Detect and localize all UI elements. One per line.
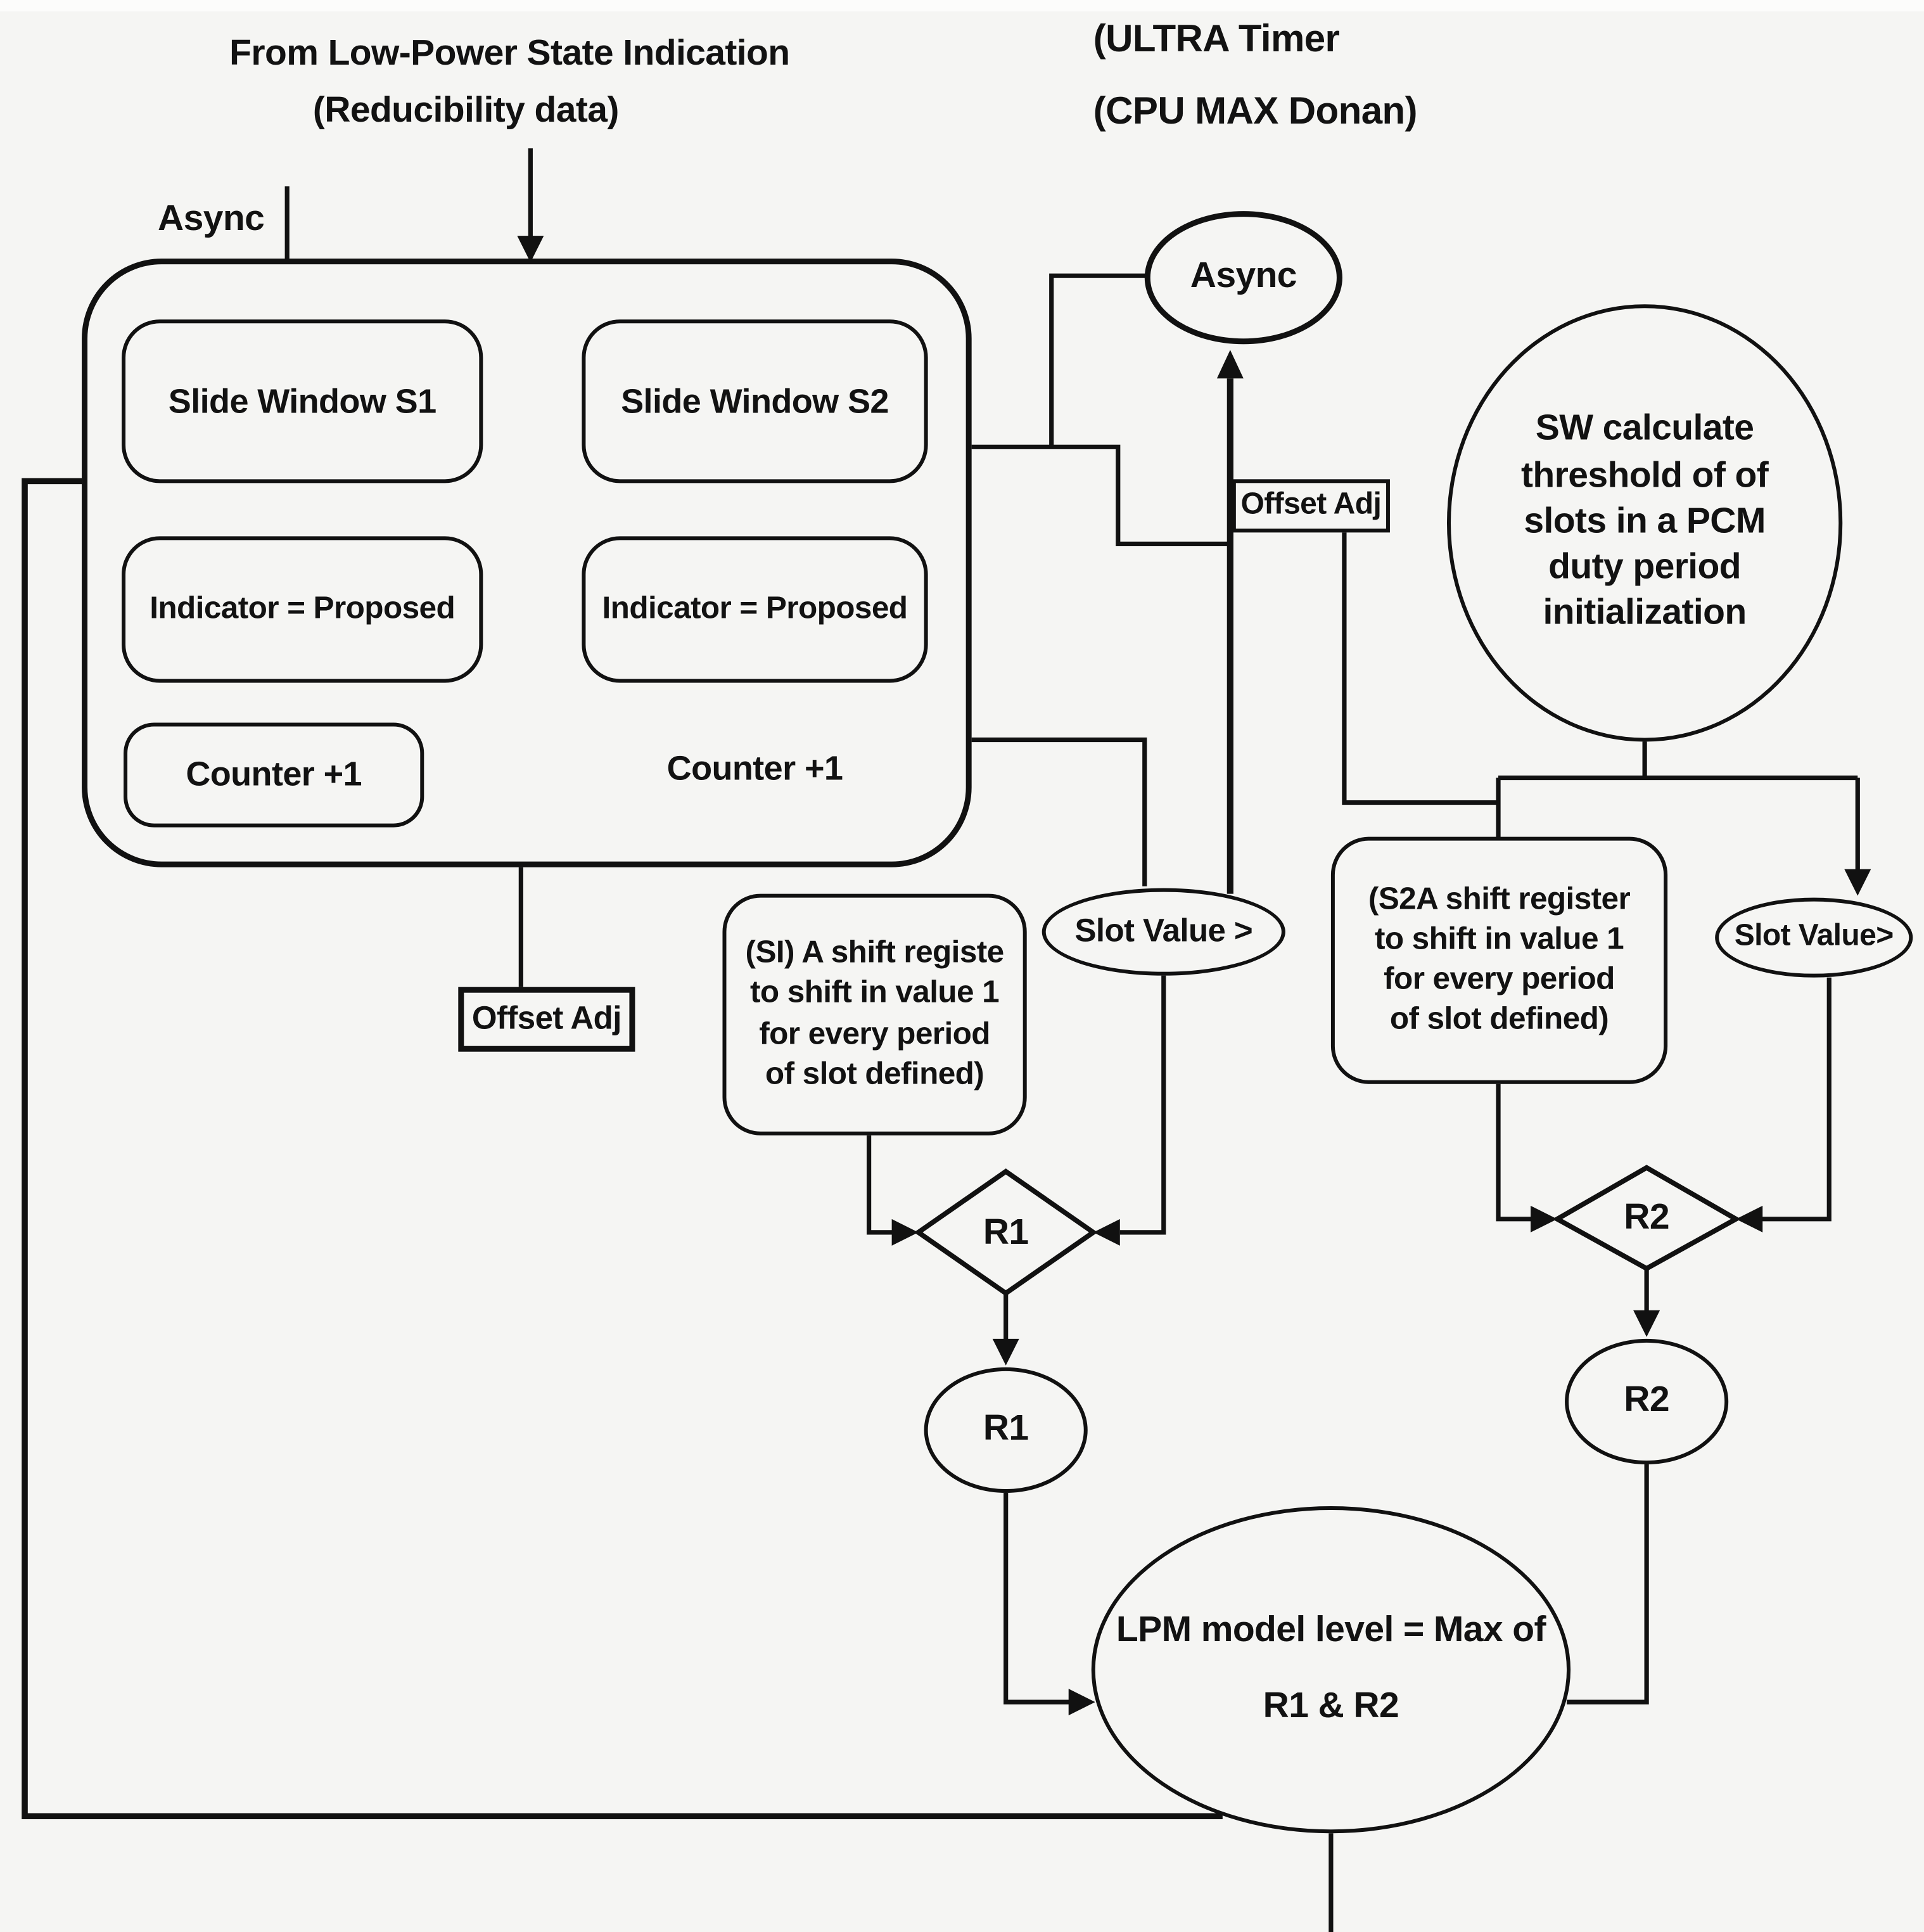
sw-circle-line5: initialization <box>1543 594 1747 634</box>
s2a-line1: (S2A shift register <box>1368 881 1631 916</box>
si-line4: of slot defined) <box>765 1056 984 1091</box>
r2-result-ellipse: R2 <box>1565 1338 1729 1465</box>
edge-si-to-r1 <box>866 1135 894 1235</box>
r2-decision-label: R2 <box>1624 1198 1669 1238</box>
arrowhead-into-window-block <box>517 236 544 263</box>
r2-decision-diamond <box>1552 1165 1742 1272</box>
async-ellipse: Async <box>1144 211 1342 345</box>
slot-value-right-label: Slot Value> <box>1734 920 1894 953</box>
s2a-shift-register-box: (S2A shift register to shift in value 1 … <box>1330 836 1668 1084</box>
si-line2: to shift in value 1 <box>750 976 1000 1011</box>
edge-window-block-to-async <box>971 273 1232 546</box>
indicator-s2-label: Indicator = Proposed <box>602 591 908 626</box>
si-line1: (SI) A shift registe <box>745 936 1005 971</box>
sw-circle-line3: slots in a PCM <box>1524 501 1766 542</box>
slide-window-s2-box: Slide Window S2 <box>582 319 928 483</box>
si-line3: for every period <box>759 1016 990 1051</box>
ultra-timer-label-line1: (ULTRA Timer <box>1093 19 1340 61</box>
counter-s1-label: Counter +1 <box>186 755 362 793</box>
ultra-timer-label-line2: (CPU MAX Donan) <box>1093 91 1418 134</box>
arrowhead-r2-left <box>1531 1205 1558 1232</box>
arrowhead-into-lpm <box>1068 1689 1095 1716</box>
s2a-line3: for every period <box>1384 962 1615 997</box>
source-label-line1: From Low-Power State Indication <box>229 34 790 75</box>
indicator-s2-box: Indicator = Proposed <box>582 536 928 683</box>
async-ellipse-label: Async <box>1190 257 1297 297</box>
lpm-label-line1: LPM model level = Max of <box>1116 1610 1546 1651</box>
r1-result-ellipse: R1 <box>924 1367 1088 1494</box>
arrowhead-into-async <box>1216 350 1244 379</box>
r2-result-label: R2 <box>1624 1380 1669 1421</box>
sw-threshold-circle: SW calculate threshold of of slots in a … <box>1446 304 1843 742</box>
offset-adj-top-label: Offset Adj <box>1240 489 1382 521</box>
arrowhead-r1-right <box>1093 1219 1120 1246</box>
source-label-line2: (Reducibility data) <box>312 91 619 132</box>
slot-value-right-ellipse: Slot Value> <box>1715 897 1913 978</box>
arrowhead-r2-right <box>1736 1205 1763 1232</box>
s2a-line4: of slot defined) <box>1389 1002 1609 1037</box>
counter-s2-label: Counter +1 <box>666 749 843 788</box>
sw-circle-line4: duty period <box>1548 547 1742 588</box>
arrowhead-r1-left <box>891 1219 919 1246</box>
slot-value-left-label: Slot Value > <box>1074 912 1253 949</box>
r1-decision-diamond <box>914 1168 1098 1296</box>
arrowhead-into-r2ellipse <box>1633 1310 1660 1337</box>
edge-swcircle-split <box>1496 741 1860 871</box>
lpm-label-line2: R1 & R2 <box>1263 1687 1399 1727</box>
slide-window-s2-label: Slide Window S2 <box>621 381 889 419</box>
offset-adj-left-label: Offset Adj <box>471 1000 621 1037</box>
edge-offsetadj1-to-s2a <box>1342 532 1499 805</box>
indicator-s1-box: Indicator = Proposed <box>122 536 483 683</box>
offset-adj-left-box: Offset Adj <box>458 987 635 1052</box>
sw-circle-line1: SW calculate <box>1535 409 1754 449</box>
sw-circle-line2: threshold of of <box>1521 455 1769 496</box>
lpm-label-gap <box>1116 1654 1546 1685</box>
edge-window-block-to-slotvalue1 <box>971 737 1147 886</box>
async-side-label: Async <box>158 200 265 240</box>
lpm-ellipse: LPM model level = Max of R1 & R2 <box>1091 1506 1571 1834</box>
r1-decision-label: R1 <box>983 1213 1029 1253</box>
window-block <box>82 259 972 867</box>
slide-window-s1-label: Slide Window S1 <box>168 381 436 419</box>
arrowhead-into-slotvalue2 <box>1844 869 1871 896</box>
edge-s2a-to-r2 <box>1496 1084 1533 1222</box>
slot-value-left-ellipse: Slot Value > <box>1042 888 1285 976</box>
edge-r1-to-lpm <box>1003 1493 1071 1705</box>
s2a-line2: to shift in value 1 <box>1374 922 1624 957</box>
counter-s1-box: Counter +1 <box>124 722 424 828</box>
edge-slotvalue1-to-r1 <box>1119 975 1166 1235</box>
arrowhead-into-r1ellipse <box>992 1338 1019 1366</box>
edge-lpm-feedback-loop <box>22 478 1223 1820</box>
page-top-margin <box>0 0 1924 12</box>
offset-adj-top-box: Offset Adj <box>1232 479 1390 533</box>
indicator-s1-label: Indicator = Proposed <box>150 591 456 626</box>
si-shift-register-box: (SI) A shift registe to shift in value 1… <box>722 893 1027 1136</box>
edge-r2-to-lpm <box>1567 1464 1649 1705</box>
slide-window-s1-box: Slide Window S1 <box>122 319 483 483</box>
r1-result-label: R1 <box>983 1409 1029 1449</box>
edge-slotvalue2-to-r2 <box>1761 977 1832 1222</box>
